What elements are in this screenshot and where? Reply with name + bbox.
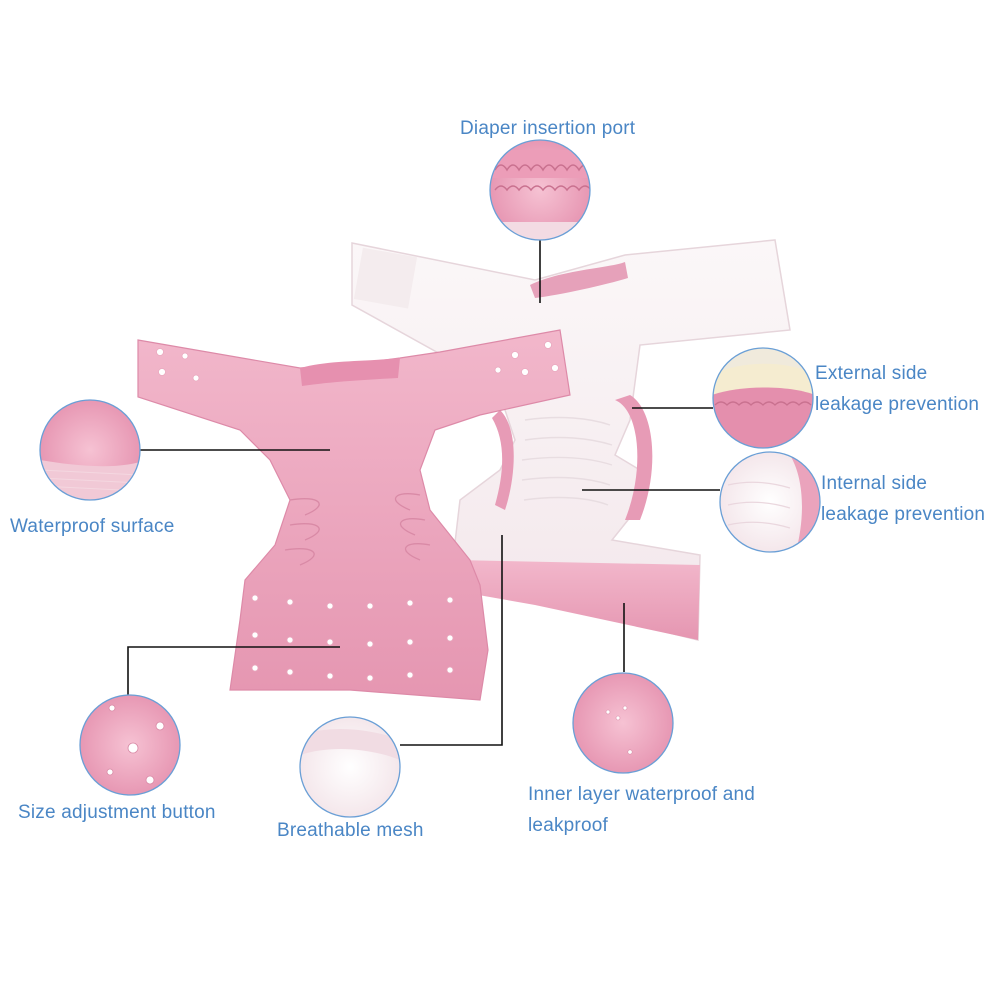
label-internal-side-line1: Internal side xyxy=(821,473,928,494)
pink-outer-diaper xyxy=(137,329,571,701)
label-diaper-insertion-port: Diaper insertion port xyxy=(460,118,636,139)
waterproof-surface-detail-circle xyxy=(39,399,141,501)
label-inner-layer-line1: Inner layer waterproof and xyxy=(528,784,755,805)
size-button-detail-circle xyxy=(79,694,181,796)
inner-layer-detail-circle xyxy=(572,672,674,774)
white-lining-diaper xyxy=(351,239,791,641)
leader-lines xyxy=(127,240,720,746)
external-side-detail-circle xyxy=(712,347,814,449)
label-external-side-line1: External side xyxy=(815,363,928,384)
label-internal-side-line2: leakage prevention xyxy=(821,504,986,525)
internal-side-detail-circle xyxy=(719,451,821,553)
label-breathable-mesh: Breathable mesh xyxy=(277,820,424,841)
breathable-mesh-detail-circle xyxy=(299,716,401,818)
label-size-adjustment-button: Size adjustment button xyxy=(18,802,216,823)
label-external-side-line2: leakage prevention xyxy=(815,394,980,415)
label-inner-layer-line2: leakproof xyxy=(528,815,608,836)
insertion-port-detail-circle xyxy=(489,139,591,241)
label-waterproof-surface: Waterproof surface xyxy=(10,516,175,537)
